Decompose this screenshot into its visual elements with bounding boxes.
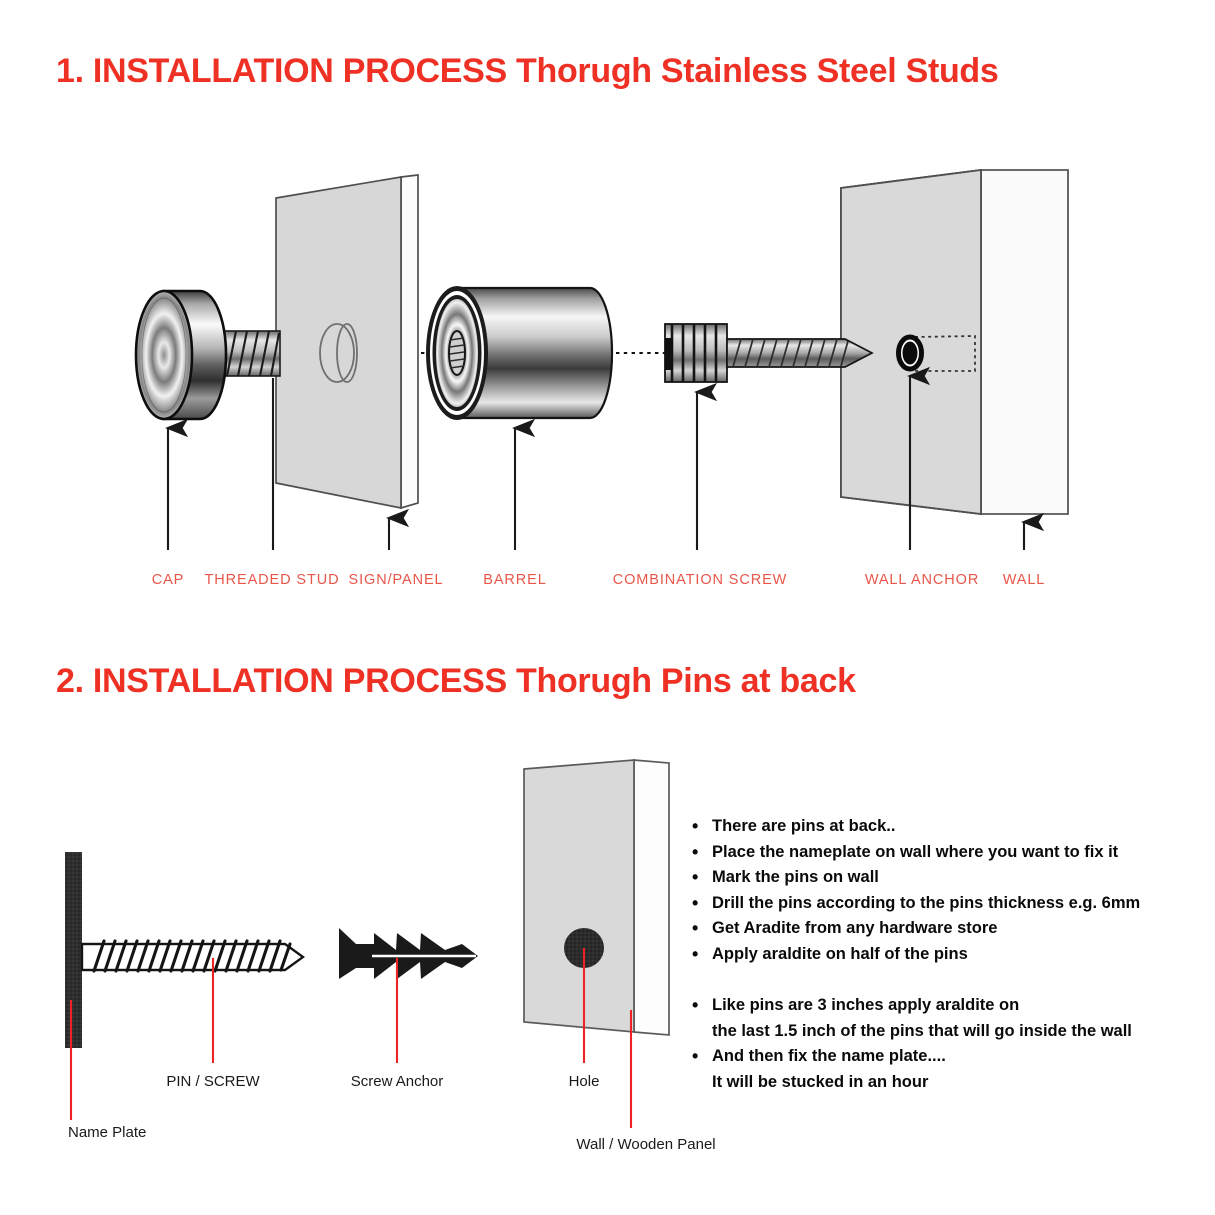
- screw-anchor-graphic: [339, 928, 478, 979]
- bullet-icon: •: [692, 1046, 699, 1066]
- section-1-illustration: [134, 168, 1069, 550]
- instruction-text: Apply araldite on half of the pins: [712, 942, 1202, 968]
- section-1-leader-lines: [165, 366, 1045, 550]
- label-pin-screw: PIN / SCREW: [166, 1073, 260, 1090]
- bullet-icon: •: [692, 892, 699, 913]
- label-cap: CAP: [151, 572, 185, 588]
- bullet-icon: •: [692, 918, 699, 938]
- instruction-line: Like pins are 3 inches apply araldite on: [712, 996, 1020, 1014]
- instruction-line: Place the nameplate on wall where you wa…: [712, 842, 1119, 861]
- instruction-text: Place the nameplate on wall where you wa…: [712, 840, 1202, 866]
- instruction-item: • There are pins at back..: [692, 814, 1202, 840]
- instruction-item: • Drill the pins according to the pins th…: [692, 891, 1202, 917]
- instruction-text: Like pins are 3 inches apply araldite on…: [712, 993, 1202, 1044]
- instruction-text: Mark the pins on wall: [712, 865, 1202, 891]
- instruction-item: • And then fix the name plate.... It will …: [692, 1044, 1202, 1095]
- name-plate-graphic: [65, 852, 82, 1048]
- sign-panel-graphic: [275, 174, 419, 510]
- bullet-icon: •: [692, 943, 699, 964]
- pin-screw-graphic: [80, 939, 305, 973]
- label-combination-screw: COMBINATION SCREW: [612, 572, 788, 588]
- wall-wooden-panel-graphic: [523, 759, 670, 1036]
- instruction-item: • Apply araldite on half of the pins: [692, 942, 1202, 968]
- instruction-text: And then fix the name plate.... It will b…: [712, 1044, 1202, 1095]
- instruction-line: It will be stucked in an hour: [712, 1072, 929, 1091]
- instruction-text: Drill the pins according to the pins thi…: [712, 891, 1202, 917]
- section-2-heading: 2. INSTALLATION PROCESS Thorugh Pins at …: [56, 662, 856, 700]
- label-wall: WALL: [1002, 572, 1046, 588]
- label-hole: Hole: [568, 1073, 600, 1090]
- section-1-heading: 1. INSTALLATION PROCESS Thorugh Stainles…: [56, 52, 999, 90]
- instruction-line: Mark the pins on wall: [712, 868, 879, 886]
- instruction-line: Apply araldite on half of the pins: [712, 944, 968, 963]
- instruction-item: • Mark the pins on wall: [692, 865, 1202, 891]
- label-screw-anchor: Screw Anchor: [350, 1073, 444, 1090]
- instructions-list: • There are pins at back.. • Place the name…: [692, 814, 1202, 1095]
- bullet-icon: •: [692, 867, 699, 887]
- instruction-line: Drill the pins according to the pins thi…: [712, 893, 1141, 912]
- wall-anchor-graphic: [896, 334, 924, 372]
- instruction-item: • Get Aradite from any hardware store: [692, 916, 1202, 942]
- instruction-item: • Place the nameplate on wall where you w…: [692, 840, 1202, 866]
- cap-graphic: [134, 289, 281, 421]
- instruction-line: the last 1.5 inch of the pins that will …: [712, 1021, 1132, 1040]
- combination-screw-graphic: [664, 323, 874, 383]
- instruction-item: • Like pins are 3 inches apply araldite o…: [692, 993, 1202, 1044]
- label-barrel: BARREL: [483, 572, 547, 588]
- label-name-plate: Name Plate: [68, 1124, 147, 1141]
- label-threaded-stud: THREADED STUD: [204, 572, 340, 588]
- label-wall-wooden-panel: Wall / Wooden Panel: [576, 1136, 716, 1153]
- instruction-text: Get Aradite from any hardware store: [712, 916, 1202, 942]
- bullet-icon: •: [692, 816, 699, 836]
- instruction-line: Get Aradite from any hardware store: [712, 919, 998, 937]
- label-sign-panel: SIGN/PANEL: [348, 572, 444, 588]
- section-2-leader-lines: [69, 948, 633, 1128]
- instruction-line: And then fix the name plate....: [712, 1047, 946, 1065]
- instruction-line: There are pins at back..: [712, 817, 896, 835]
- barrel-graphic: [426, 286, 614, 420]
- bullet-icon: •: [692, 841, 699, 862]
- instruction-text: There are pins at back..: [712, 814, 1202, 840]
- bullet-icon: •: [692, 995, 699, 1015]
- label-wall-anchor: WALL ANCHOR: [864, 572, 980, 588]
